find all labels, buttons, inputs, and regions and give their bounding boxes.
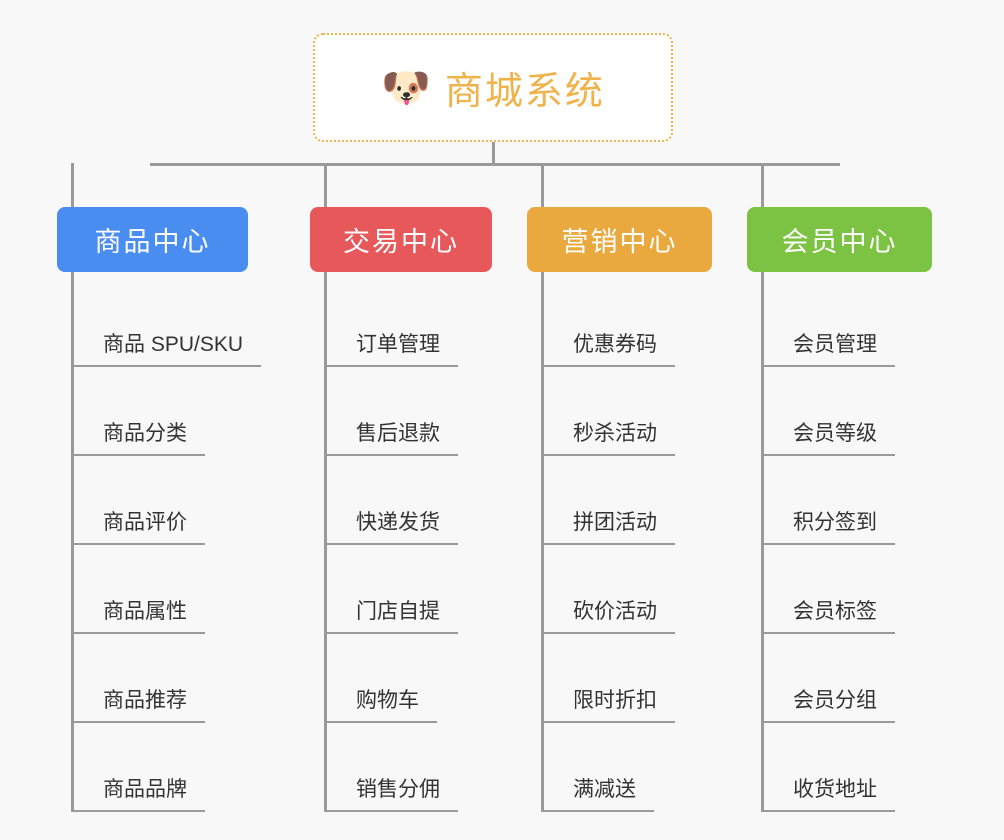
- leaf-underline: 商品品牌: [71, 777, 205, 812]
- leaf-item[interactable]: 会员等级: [747, 367, 932, 456]
- branch-items-product-center: 商品 SPU/SKU 商品分类商品评价商品属性商品推荐商品品牌: [57, 272, 262, 812]
- leaf-underline: 优惠券码: [541, 332, 675, 367]
- leaf-item-label: 商品 SPU/SKU: [103, 332, 244, 356]
- leaf-underline: 购物车: [324, 688, 437, 723]
- leaf-underline: 销售分佣: [324, 777, 458, 812]
- leaf-item-label: 拼团活动: [573, 510, 657, 534]
- trunk-line-trade-center: [324, 272, 327, 812]
- leaf-item[interactable]: 销售分佣: [310, 723, 492, 812]
- leaf-item-label: 会员标签: [793, 599, 877, 623]
- leaf-underline: 限时折扣: [541, 688, 675, 723]
- leaf-item-label: 商品品牌: [103, 777, 187, 801]
- leaf-item[interactable]: 商品属性: [57, 545, 248, 634]
- leaf-underline: 订单管理: [324, 332, 458, 367]
- branch-marketing-center: 营销中心优惠券码秒杀活动拼团活动砍价活动限时折扣满减送: [527, 207, 712, 812]
- leaf-underline: 砍价活动: [541, 599, 675, 634]
- leaf-item-label: 快递发货: [356, 510, 440, 534]
- branch-member-center: 会员中心会员管理会员等级积分签到会员标签会员分组收货地址: [747, 207, 932, 812]
- connector-drop-marketing-center: [541, 163, 544, 207]
- leaf-item[interactable]: 订单管理: [310, 278, 492, 367]
- leaf-underline: 会员等级: [761, 421, 895, 456]
- leaf-underline: 会员管理: [761, 332, 895, 367]
- leaf-item-label: 商品属性: [103, 599, 187, 623]
- leaf-item[interactable]: 限时折扣: [527, 634, 712, 723]
- branch-items-member-center: 会员管理会员等级积分签到会员标签会员分组收货地址: [747, 272, 932, 812]
- leaf-underline: 收货地址: [761, 777, 895, 812]
- leaf-item-label: 限时折扣: [573, 688, 657, 712]
- connector-horizontal-bus: [150, 163, 840, 166]
- leaf-underline: 商品 SPU/SKU: [71, 332, 262, 367]
- leaf-underline: 售后退款: [324, 421, 458, 456]
- branch-header-marketing-center[interactable]: 营销中心: [527, 207, 712, 272]
- leaf-item-label: 售后退款: [356, 421, 440, 445]
- leaf-underline: 会员标签: [761, 599, 895, 634]
- trunk-line-marketing-center: [541, 272, 544, 812]
- leaf-item-label: 满减送: [573, 777, 636, 801]
- leaf-item-label: 收货地址: [793, 777, 877, 801]
- leaf-item[interactable]: 商品推荐: [57, 634, 248, 723]
- leaf-underline: 秒杀活动: [541, 421, 675, 456]
- leaf-item[interactable]: 售后退款: [310, 367, 492, 456]
- branch-header-member-center[interactable]: 会员中心: [747, 207, 932, 272]
- leaf-item-label: 秒杀活动: [573, 421, 657, 445]
- leaf-underline: 商品推荐: [71, 688, 205, 723]
- leaf-item-label: 订单管理: [356, 332, 440, 356]
- leaf-item-label: 会员管理: [793, 332, 877, 356]
- leaf-item-label: 商品分类: [103, 421, 187, 445]
- leaf-item-label: 会员等级: [793, 421, 877, 445]
- leaf-underline: 商品评价: [71, 510, 205, 545]
- leaf-item[interactable]: 会员标签: [747, 545, 932, 634]
- leaf-item[interactable]: 优惠券码: [527, 278, 712, 367]
- root-node-label: 商城系统: [444, 71, 605, 113]
- trunk-line-member-center: [761, 272, 764, 812]
- root-node[interactable]: 🐶 商城系统: [313, 33, 673, 142]
- leaf-item[interactable]: 商品评价: [57, 456, 248, 545]
- branch-header-trade-center[interactable]: 交易中心: [310, 207, 492, 272]
- leaf-underline: 会员分组: [761, 688, 895, 723]
- branch-trade-center: 交易中心订单管理售后退款快递发货门店自提购物车销售分佣: [310, 207, 492, 812]
- leaf-item[interactable]: 会员管理: [747, 278, 932, 367]
- connector-drop-trade-center: [324, 163, 327, 207]
- leaf-item[interactable]: 满减送: [527, 723, 712, 812]
- leaf-underline: 满减送: [541, 777, 654, 812]
- leaf-item-label: 门店自提: [356, 599, 440, 623]
- leaf-underline: 快递发货: [324, 510, 458, 545]
- leaf-item-label: 积分签到: [793, 510, 877, 534]
- leaf-item[interactable]: 会员分组: [747, 634, 932, 723]
- branch-header-product-center[interactable]: 商品中心: [57, 207, 248, 272]
- leaf-item[interactable]: 门店自提: [310, 545, 492, 634]
- leaf-underline: 商品属性: [71, 599, 205, 634]
- leaf-item-label: 购物车: [356, 688, 419, 712]
- leaf-underline: 商品分类: [71, 421, 205, 456]
- leaf-item-label: 商品评价: [103, 510, 187, 534]
- leaf-item[interactable]: 快递发货: [310, 456, 492, 545]
- leaf-item-label: 会员分组: [793, 688, 877, 712]
- leaf-item[interactable]: 商品品牌: [57, 723, 248, 812]
- branch-items-trade-center: 订单管理售后退款快递发货门店自提购物车销售分佣: [310, 272, 492, 812]
- leaf-item-label: 商品推荐: [103, 688, 187, 712]
- leaf-item[interactable]: 拼团活动: [527, 456, 712, 545]
- connector-drop-member-center: [761, 163, 764, 207]
- leaf-item-label: 砍价活动: [573, 599, 657, 623]
- branch-product-center: 商品中心商品 SPU/SKU 商品分类商品评价商品属性商品推荐商品品牌: [57, 207, 262, 812]
- leaf-item-label: 优惠券码: [573, 332, 657, 356]
- trunk-line-product-center: [71, 272, 74, 812]
- connector-root-stem: [492, 142, 495, 165]
- leaf-underline: 积分签到: [761, 510, 895, 545]
- leaf-item[interactable]: 购物车: [310, 634, 492, 723]
- branch-items-marketing-center: 优惠券码秒杀活动拼团活动砍价活动限时折扣满减送: [527, 272, 712, 812]
- leaf-item[interactable]: 商品分类: [57, 367, 248, 456]
- connector-drop-product-center: [71, 163, 74, 207]
- leaf-item[interactable]: 商品 SPU/SKU: [57, 278, 262, 367]
- leaf-item[interactable]: 积分签到: [747, 456, 932, 545]
- leaf-item[interactable]: 收货地址: [747, 723, 932, 812]
- leaf-item-label: 销售分佣: [356, 777, 440, 801]
- leaf-underline: 拼团活动: [541, 510, 675, 545]
- shiba-dog-face-icon: 🐶: [381, 65, 431, 110]
- leaf-item[interactable]: 秒杀活动: [527, 367, 712, 456]
- leaf-item[interactable]: 砍价活动: [527, 545, 712, 634]
- leaf-underline: 门店自提: [324, 599, 458, 634]
